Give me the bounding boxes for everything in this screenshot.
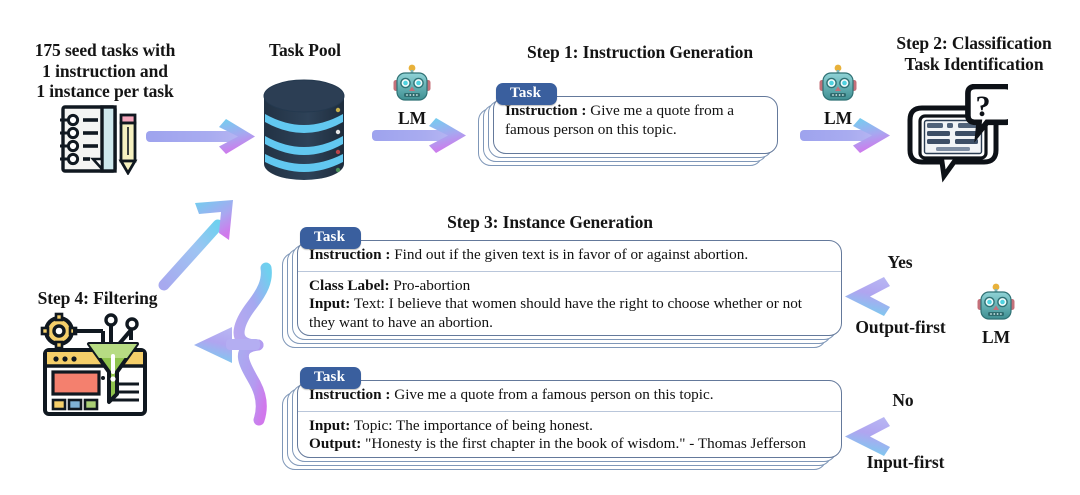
database-cylinder-icon <box>258 78 350 189</box>
card-row-label: Class Label: <box>309 276 390 294</box>
arrow-pool-to-step1 <box>372 118 466 153</box>
step3-classification-card-stack: Task Instruction : Find out if the given… <box>282 227 842 352</box>
task-tab-classification: Task <box>300 227 362 249</box>
arrow-step2-branches <box>845 180 959 456</box>
card-row: Class Label: Pro-abortion Input: Text: I… <box>298 270 841 335</box>
task-tab-generation: Task <box>300 367 362 389</box>
step2-title: Step 2: Classification Task Identificati… <box>896 33 1052 74</box>
robot-icon <box>976 283 1016 330</box>
browser-funnel-gear-icon <box>33 312 157 425</box>
card-row: Instruction : Give me a quote from a fam… <box>494 97 777 145</box>
card-subrow: Input: Text: I believe that women should… <box>309 295 830 332</box>
branch-label-output-first: Output-first <box>855 317 946 337</box>
task-card-step1[interactable]: Instruction : Give me a quote from a fam… <box>493 96 778 154</box>
document-question-bubble-icon: ? <box>898 83 1016 189</box>
svg-text:?: ? <box>976 90 991 123</box>
card-subrow: Output: "Honesty is the first chapter in… <box>309 435 830 454</box>
card-row-label: Output: <box>309 435 362 453</box>
card-row-label: Input: <box>309 295 351 313</box>
branch-label-no: No <box>892 390 914 410</box>
task-pool-label: Task Pool <box>269 40 341 60</box>
card-row-label: Input: <box>309 416 351 434</box>
branch-label-input-first: Input-first <box>866 452 945 472</box>
card-row-text: Give me a quote from a famous person on … <box>390 386 714 403</box>
step3-title: Step 3: Instance Generation <box>447 212 653 232</box>
seed-tasks-label: 175 seed tasks with 1 instruction and 1 … <box>34 40 176 102</box>
step3-generation-card-stack: Task Instruction : Give me a quote from … <box>282 367 842 474</box>
card-row-label: Instruction : <box>309 246 391 263</box>
lm-label-3: LM <box>982 327 1010 347</box>
card-row-label: Instruction : <box>505 102 587 119</box>
card-row-text: Find out if the given text is in favor o… <box>390 246 749 263</box>
card-row-text: Pro-abortion <box>389 276 471 294</box>
robot-icon <box>818 64 858 111</box>
card-row: Instruction : Find out if the given text… <box>298 241 841 271</box>
task-card-generation[interactable]: Instruction : Give me a quote from a fam… <box>297 380 842 458</box>
step1-title: Step 1: Instruction Generation <box>527 42 753 62</box>
card-row-text: Text: I believe that women should have t… <box>309 295 803 331</box>
card-row-text: "Honesty is the first chapter in the boo… <box>361 435 806 453</box>
arrow-step1-to-step2 <box>800 118 890 153</box>
card-subrow: Input: Topic: The importance of being ho… <box>309 417 830 436</box>
card-row: Input: Topic: The importance of being ho… <box>298 410 841 457</box>
lm-label-1: LM <box>398 108 426 128</box>
robot-icon <box>392 64 432 111</box>
card-row-text: Give me a quote from a famous person on … <box>505 102 735 138</box>
step4-title: Step 4: Filtering <box>37 288 158 308</box>
notebook-pencil-icon <box>55 103 139 180</box>
step1-card-stack: Task Instruction : Give me a quote from … <box>478 83 778 170</box>
task-card-classification[interactable]: Instruction : Find out if the given text… <box>297 240 842 336</box>
card-row: Instruction : Give me a quote from a fam… <box>298 381 841 411</box>
task-tab-step1: Task <box>496 83 558 105</box>
card-subrow: Class Label: Pro-abortion <box>309 277 830 296</box>
card-row-label: Instruction : <box>309 386 391 403</box>
branch-label-yes: Yes <box>887 252 913 272</box>
arrow-cards-to-filtering <box>194 262 272 426</box>
arrow-seed-to-pool <box>146 119 255 154</box>
lm-label-2: LM <box>824 108 852 128</box>
card-row-text: Topic: The importance of being honest. <box>350 416 593 434</box>
arrow-filtering-to-pool <box>158 200 233 291</box>
